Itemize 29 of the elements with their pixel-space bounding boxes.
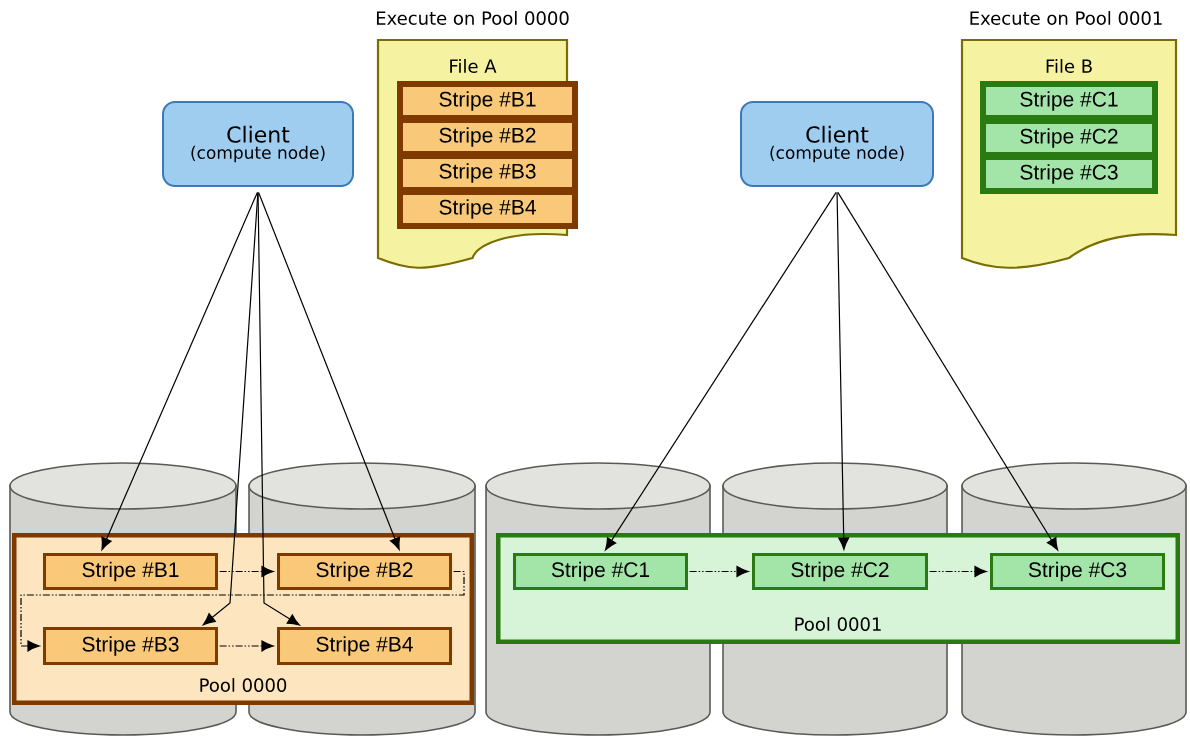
arrow <box>689 566 749 577</box>
arrow <box>258 191 401 551</box>
arrow <box>219 640 274 652</box>
stripe-box: Stripe #B3 <box>400 156 575 190</box>
arrow <box>257 192 300 626</box>
stripe-box: Stripe #C2 <box>752 553 928 590</box>
stripe-box: Stripe #C2 <box>983 121 1155 155</box>
stripe-box: Stripe #B4 <box>400 192 575 226</box>
caption-text: Execute on Pool 0001 <box>970 11 1162 25</box>
arrow <box>20 570 465 652</box>
stripe-box: Stripe #B3 <box>43 627 218 665</box>
arrow <box>604 191 837 551</box>
arrow <box>101 191 258 551</box>
client-box: Client (compute node) <box>162 101 354 187</box>
arrow <box>219 566 274 577</box>
stripe-box: Stripe #B1 <box>43 553 218 590</box>
stripe-box: Stripe #C3 <box>990 553 1165 590</box>
caption-text: Execute on Pool 0000 <box>376 11 569 25</box>
client-box: Client (compute node) <box>740 101 934 187</box>
stripe-box: Stripe #B2 <box>277 553 452 590</box>
arrow <box>836 192 850 550</box>
stripe-box: Stripe #B4 <box>277 627 452 665</box>
stripe-box: Stripe #B1 <box>400 84 575 118</box>
stripe-box: Stripe #C3 <box>983 157 1155 191</box>
arrow <box>837 191 1059 551</box>
stripe-box: Stripe #C1 <box>513 553 688 590</box>
stripe-box: Stripe #B2 <box>400 120 575 154</box>
stripe-box: Stripe #C1 <box>983 84 1155 118</box>
arrow <box>929 566 987 577</box>
